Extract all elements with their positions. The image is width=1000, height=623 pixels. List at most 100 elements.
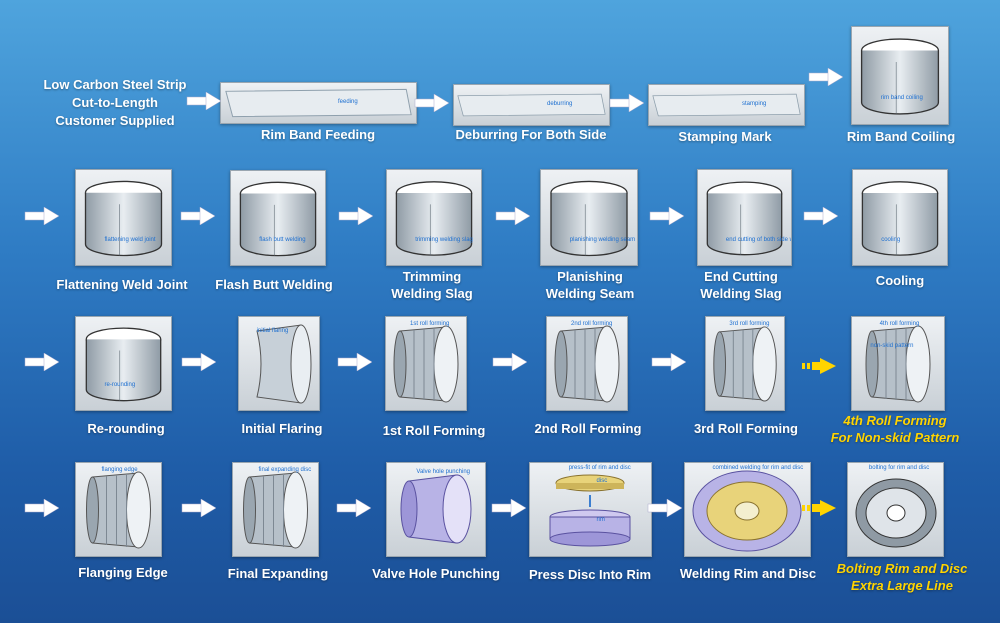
step-image-1: feeding <box>220 82 417 124</box>
arrow-right-icon <box>186 91 222 111</box>
step-label-13: 1st Roll Forming <box>383 422 486 439</box>
dashed-arrow-icon <box>802 499 838 517</box>
step-illustration-14 <box>554 325 620 403</box>
step-image-3: stamping <box>648 84 805 126</box>
step-illustration-5 <box>84 180 163 257</box>
step-label-11-line-1: Re-rounding <box>87 421 165 436</box>
step-illustration-13 <box>393 325 459 403</box>
step-label-17: Flanging Edge <box>78 564 168 581</box>
step-label-4: Rim Band Coiling <box>847 128 955 145</box>
step-illustration-20 <box>549 474 631 547</box>
step-caption-7-1: trimming welding slag <box>415 236 473 243</box>
arrow-right-icon <box>647 498 683 518</box>
step-label-16-line-2: For Non-skid Pattern <box>830 430 960 445</box>
step-image-7: trimming welding slag <box>386 169 482 266</box>
step-label-2: Deburring For Both Side <box>456 126 607 143</box>
arrow-right-icon <box>338 206 374 226</box>
step-image-16: 4th roll forming non-skid pattern <box>851 316 945 411</box>
step-label-7-line-1: Trimming <box>402 269 462 284</box>
step-caption-3-1: stamping <box>742 101 767 107</box>
step-illustration-19 <box>400 474 472 544</box>
arrow-right-icon <box>181 352 217 372</box>
step-image-22: bolting for rim and disc <box>847 462 944 557</box>
step-image-8: planishing welding seam <box>540 169 638 266</box>
step-label-3: Stamping Mark <box>678 128 771 145</box>
step-caption-12-1: initial flaring <box>256 328 289 335</box>
arrow-right-icon <box>24 498 60 518</box>
step-caption-14-1: 2nd roll forming <box>571 320 613 327</box>
step-illustration-9 <box>706 181 783 256</box>
step-illustration-15 <box>713 326 777 402</box>
step-label-9-line-2: Welding Slag <box>700 286 782 301</box>
source-line-2: Cut-to-Length <box>72 95 158 110</box>
step-illustration-17 <box>86 471 151 549</box>
step-caption-4-1: rim band coiling <box>880 94 923 101</box>
step-illustration-1 <box>225 88 412 118</box>
step-illustration-2 <box>457 93 606 117</box>
step-label-5-line-1: Flattening Weld Joint <box>56 277 188 292</box>
step-label-15: 3rd Roll Forming <box>694 420 798 437</box>
source-line-1: Low Carbon Steel Strip <box>43 77 187 92</box>
step-caption-16-1: 4th roll forming <box>879 320 920 327</box>
arrow-right-icon <box>414 93 450 113</box>
arrow-right-icon <box>808 67 844 87</box>
step-caption-20-1: press-fit of rim and disc <box>568 464 631 471</box>
step-label-10: Cooling <box>876 272 924 289</box>
step-label-6-line-1: Flash Butt Welding <box>215 277 333 292</box>
step-caption-17-1: flanging edge <box>101 466 138 473</box>
step-label-17-line-1: Flanging Edge <box>78 565 168 580</box>
step-label-12-line-1: Initial Flaring <box>241 421 323 436</box>
step-label-10-line-1: Cooling <box>875 273 925 288</box>
arrow-right-icon <box>24 352 60 372</box>
step-illustration-10 <box>861 181 939 256</box>
step-illustration-22 <box>855 478 937 548</box>
step-label-8-line-1: Planishing <box>557 269 623 284</box>
step-label-6: Flash Butt Welding <box>215 276 332 293</box>
step-illustration-11 <box>85 327 162 402</box>
step-caption-19-1: Valve hole punching <box>416 468 470 475</box>
step-label-19: Valve Hole Punching <box>372 565 500 582</box>
step-illustration-16 <box>865 325 931 403</box>
arrow-right-icon <box>181 498 217 518</box>
step-caption-1-1: feeding <box>338 99 358 105</box>
step-image-13: 1st roll forming <box>385 316 467 411</box>
step-caption-11-1: re-rounding <box>104 382 136 389</box>
step-image-2: deburring <box>453 84 610 126</box>
step-label-20: Press Disc Into Rim <box>529 566 651 583</box>
step-illustration-6 <box>239 181 317 257</box>
step-caption-16-2: non-skid pattern <box>870 343 914 350</box>
step-illustration-12 <box>256 324 312 404</box>
arrow-right-icon <box>651 352 687 372</box>
step-image-21: combined welding for rim and disc <box>684 462 811 557</box>
step-label-18-line-1: Final Expanding <box>227 566 329 581</box>
arrow-right-icon <box>491 498 527 518</box>
step-label-13-line-1: 1st Roll Forming <box>382 423 486 438</box>
step-caption-9-1: end cutting of both side welding seam <box>725 236 791 243</box>
step-caption-22-1: bolting for rim and disc <box>868 464 930 471</box>
step-image-19: Valve hole punching <box>386 462 486 557</box>
step-image-10: cooling <box>852 169 948 266</box>
step-label-11: Re-rounding <box>87 420 164 437</box>
step-image-15: 3rd roll forming <box>705 316 785 411</box>
step-caption-2-1: deburring <box>547 101 573 107</box>
step-caption-5-1: flattening weld joint <box>104 236 156 243</box>
step-image-14: 2nd roll forming <box>546 316 628 411</box>
arrow-right-icon <box>803 206 839 226</box>
step-caption-6-1: flash butt welding <box>259 236 306 243</box>
step-caption-18-1: final expanding disc <box>258 466 312 473</box>
step-caption-10-1: cooling <box>881 236 901 243</box>
step-label-3-line-1: Stamping Mark <box>678 129 772 144</box>
source-material-label: Low Carbon Steel Strip Cut-to-Length Cus… <box>25 76 205 130</box>
step-image-17: flanging edge <box>75 462 162 557</box>
step-label-2-line-1: Deburring For Both Side <box>455 127 607 142</box>
step-illustration-8 <box>550 180 628 257</box>
arrow-right-icon <box>180 206 216 226</box>
step-caption-15-1: 3rd roll forming <box>729 320 770 327</box>
step-image-4: rim band coiling <box>851 26 949 125</box>
step-label-19-line-1: Valve Hole Punching <box>372 566 500 581</box>
step-caption-8-1: planishing welding seam <box>569 236 636 243</box>
